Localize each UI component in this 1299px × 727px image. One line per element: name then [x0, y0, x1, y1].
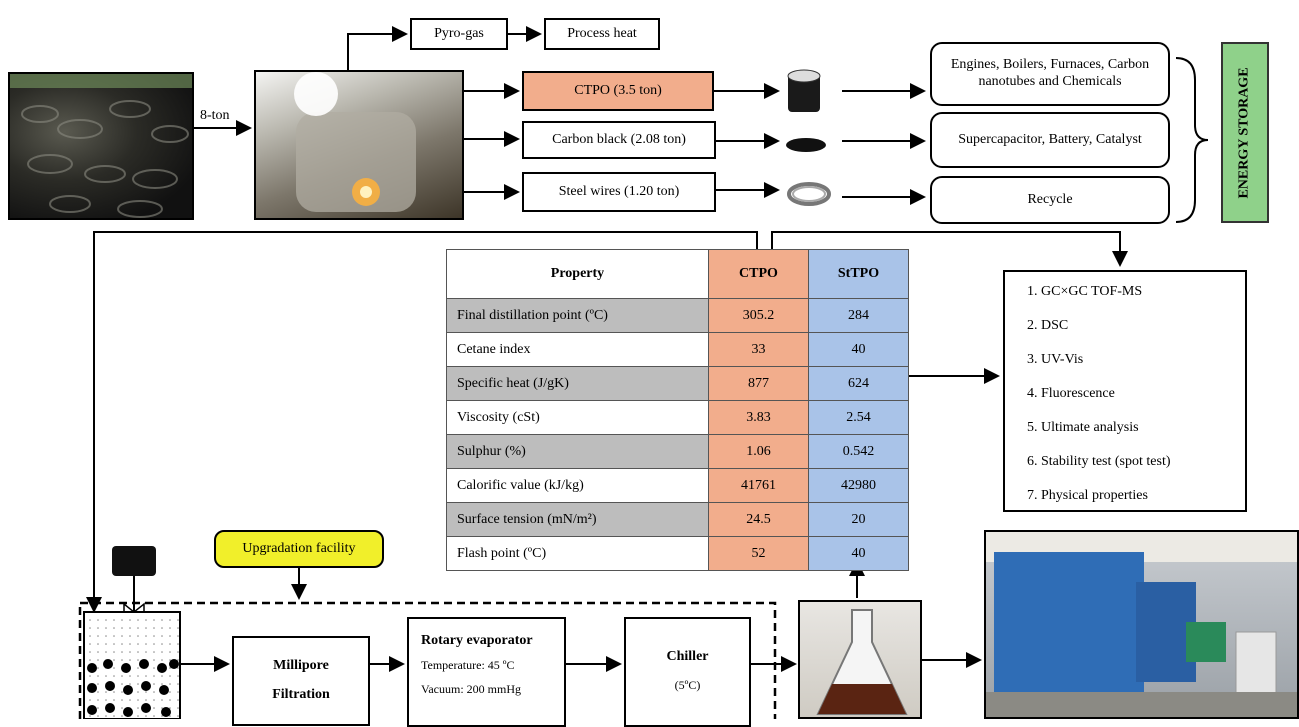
- sttpo-value: 2.54: [808, 400, 909, 435]
- engine-rig-drawing: [986, 532, 1297, 717]
- erlenmeyer-flask-icon: [816, 609, 908, 715]
- ctpo-value: 1.06: [708, 434, 809, 469]
- header-ctpo: CTPO: [708, 249, 809, 299]
- flask-photo: [798, 600, 922, 719]
- ctpo-value: 41761: [708, 468, 809, 503]
- tire-pattern: [10, 74, 192, 218]
- sttpo-value: 40: [808, 332, 909, 367]
- sttpo-value: 20: [808, 502, 909, 537]
- table-row: Sulphur (%) 1.06 0.542: [446, 434, 909, 469]
- header-sttpo: StTPO: [808, 249, 909, 299]
- sttpo-value: 0.542: [808, 434, 909, 469]
- carbon-black-box: Carbon black (2.08 ton): [522, 121, 716, 159]
- sttpo-value: 284: [808, 298, 909, 333]
- rotary-temperature: Temperature: 45 ºC: [421, 657, 515, 672]
- carbon-black-use-box: Supercapacitor, Battery, Catalyst: [930, 112, 1170, 168]
- sttpo-value: 624: [808, 366, 909, 401]
- pyrogas-label: Pyro-gas: [434, 25, 484, 41]
- steel-wires-use-box: Recycle: [930, 176, 1170, 224]
- energy-storage-label: ENERGY STORAGE: [1237, 66, 1252, 199]
- rotary-evaporator-box: Rotary evaporator Temperature: 45 ºC Vac…: [407, 617, 566, 727]
- oil-jar-icon: [787, 69, 821, 112]
- header-property: Property: [446, 249, 709, 299]
- steel-wire-coil-icon: [787, 182, 831, 206]
- steel-wires-use-label: Recycle: [1027, 191, 1073, 207]
- rotary-title: Rotary evaporator: [421, 633, 533, 648]
- input-mass-label: 8-ton: [200, 108, 230, 123]
- carbon-black-label: Carbon black (2.08 ton): [552, 131, 686, 147]
- property-name: Final distillation point (ºC): [446, 298, 709, 333]
- ctpo-product-box: CTPO (3.5 ton): [522, 71, 714, 111]
- settling-tank-icon: [83, 546, 181, 719]
- analysis-item: Fluorescence: [1041, 380, 1245, 414]
- analysis-methods-box: GC×GC TOF-MS DSC UV-Vis Fluorescence Ult…: [1003, 270, 1247, 512]
- table-row: Cetane index 33 40: [446, 332, 909, 367]
- analysis-item: UV-Vis: [1041, 346, 1245, 380]
- property-name: Surface tension (mN/m²): [446, 502, 709, 537]
- sttpo-value: 42980: [808, 468, 909, 503]
- table-row: Surface tension (mN/m²) 24.5 20: [446, 502, 909, 537]
- rotary-vacuum: Vacuum: 200 mmHg: [421, 682, 521, 697]
- carbon-black-use-label: Supercapacitor, Battery, Catalyst: [958, 131, 1142, 147]
- chiller-title: Chiller: [666, 649, 709, 664]
- ctpo-use-label: Engines, Boilers, Furnaces, Carbon nanot…: [950, 57, 1150, 89]
- carbon-black-pile-icon: [786, 138, 826, 152]
- ctpo-use-box: Engines, Boilers, Furnaces, Carbon nanot…: [930, 42, 1170, 106]
- process-heat-label: Process heat: [567, 25, 637, 41]
- property-name: Specific heat (J/gK): [446, 366, 709, 401]
- upgradation-facility-box: Upgradation facility: [214, 530, 384, 568]
- filtration-line2: Filtration: [272, 687, 330, 702]
- analysis-list: GC×GC TOF-MS DSC UV-Vis Fluorescence Ult…: [1021, 278, 1245, 516]
- ctpo-value: 877: [708, 366, 809, 401]
- filtration-line1: Millipore: [273, 658, 329, 674]
- pyrogas-box: Pyro-gas: [410, 18, 508, 50]
- table-row: Viscosity (cSt) 3.83 2.54: [446, 400, 909, 435]
- table-header-row: Property CTPO StTPO: [446, 249, 909, 299]
- ctpo-product-label: CTPO (3.5 ton): [574, 82, 662, 98]
- tire-pile-photo: [8, 72, 194, 220]
- table-row: Flash point (ºC) 52 40: [446, 536, 909, 571]
- table-row: Calorific value (kJ/kg) 41761 42980: [446, 468, 909, 503]
- ctpo-value: 52: [708, 536, 809, 571]
- chiller-temperature: (5ºC): [674, 677, 701, 692]
- chiller-box: Chiller (5ºC): [624, 617, 751, 727]
- table-row: Final distillation point (ºC) 305.2 284: [446, 298, 909, 333]
- process-heat-box: Process heat: [544, 18, 660, 50]
- energy-storage-box: ENERGY STORAGE: [1221, 42, 1269, 223]
- ctpo-value: 305.2: [708, 298, 809, 333]
- pyrolysis-reactor-photo: [254, 70, 464, 220]
- analysis-item: DSC: [1041, 312, 1245, 346]
- property-table: Property CTPO StTPO Final distillation p…: [446, 249, 909, 571]
- analysis-item: Stability test (spot test): [1041, 448, 1245, 482]
- engine-test-rig-photo: [984, 530, 1299, 719]
- analysis-item: Ultimate analysis: [1041, 414, 1245, 448]
- ctpo-value: 24.5: [708, 502, 809, 537]
- millipore-filtration-box: Millipore Filtration: [232, 636, 370, 726]
- property-name: Flash point (ºC): [446, 536, 709, 571]
- sttpo-value: 40: [808, 536, 909, 571]
- upgradation-facility-label: Upgradation facility: [242, 541, 356, 556]
- ctpo-value: 33: [708, 332, 809, 367]
- analysis-item: Physical properties: [1041, 482, 1245, 516]
- reactor-drawing: [294, 72, 416, 212]
- property-name: Calorific value (kJ/kg): [446, 468, 709, 503]
- ctpo-value: 3.83: [708, 400, 809, 435]
- table-row: Specific heat (J/gK) 877 624: [446, 366, 909, 401]
- steel-wires-box: Steel wires (1.20 ton): [522, 172, 716, 212]
- analysis-item: GC×GC TOF-MS: [1041, 278, 1245, 312]
- property-name: Cetane index: [446, 332, 709, 367]
- property-name: Viscosity (cSt): [446, 400, 709, 435]
- property-name: Sulphur (%): [446, 434, 709, 469]
- steel-wires-label: Steel wires (1.20 ton): [558, 183, 680, 199]
